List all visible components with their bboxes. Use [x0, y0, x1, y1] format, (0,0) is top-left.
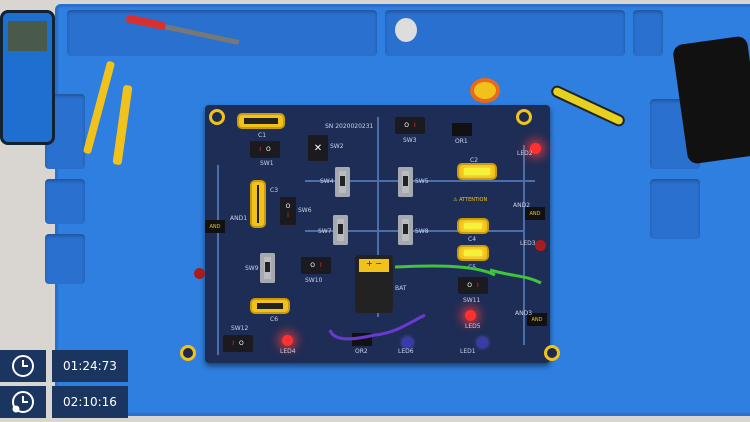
best-time: 02:10:16	[52, 386, 128, 418]
battery-tray	[45, 179, 85, 224]
capacitor-c2[interactable]	[457, 163, 497, 180]
gate-and2[interactable]: AND	[525, 207, 545, 220]
loose-led[interactable]	[194, 268, 205, 279]
warning-label: ⚠ ATTENTION	[453, 197, 488, 203]
green-wire[interactable]	[489, 268, 542, 285]
nut-tray	[45, 234, 85, 284]
screw-tray-right	[650, 179, 700, 239]
gate-and1[interactable]: AND	[205, 220, 225, 233]
capacitor-c3[interactable]	[250, 180, 266, 228]
screw-tray	[633, 10, 663, 56]
slide-switch-sw9[interactable]	[260, 253, 275, 283]
led1[interactable]	[477, 337, 488, 348]
led5[interactable]	[465, 310, 476, 321]
capacitor-c5[interactable]	[457, 245, 489, 261]
led2[interactable]	[530, 143, 541, 154]
multimeter[interactable]	[0, 10, 55, 145]
mount-hole	[180, 345, 196, 361]
tool-tray	[67, 10, 377, 56]
parts-tray	[385, 10, 625, 56]
slide-switch-sw4[interactable]	[335, 167, 350, 197]
solder-tape[interactable]	[470, 78, 500, 103]
mount-hole	[516, 109, 532, 125]
slide-switch-sw8[interactable]	[398, 215, 413, 245]
led6[interactable]	[402, 337, 413, 348]
capacitor-c4[interactable]	[457, 218, 489, 234]
led4[interactable]	[282, 335, 293, 346]
capacitor-c1[interactable]	[237, 113, 285, 129]
switch-sw2[interactable]: ✕	[308, 135, 328, 161]
mount-hole	[209, 109, 225, 125]
elapsed-time: 01:24:73	[52, 350, 128, 382]
mount-hole	[544, 345, 560, 361]
led3[interactable]	[535, 240, 546, 251]
battery[interactable]: + −	[355, 255, 393, 313]
slide-switch-sw5[interactable]	[398, 167, 413, 197]
clock-icon	[0, 350, 46, 382]
timer-panel: 01:24:73 02:10:16	[0, 350, 130, 420]
gate-and3[interactable]: AND	[527, 313, 547, 326]
slide-switch-sw7[interactable]	[333, 215, 348, 245]
wires	[328, 264, 542, 341]
best-time-clock-icon	[0, 386, 46, 418]
purple-wire[interactable]	[328, 313, 426, 341]
capacitor-c6[interactable]	[250, 298, 290, 314]
green-wire[interactable]	[394, 264, 496, 277]
buzzer[interactable]	[395, 18, 417, 42]
serial-number: SN 2020020231	[325, 123, 374, 130]
gate-or1[interactable]	[452, 123, 472, 136]
